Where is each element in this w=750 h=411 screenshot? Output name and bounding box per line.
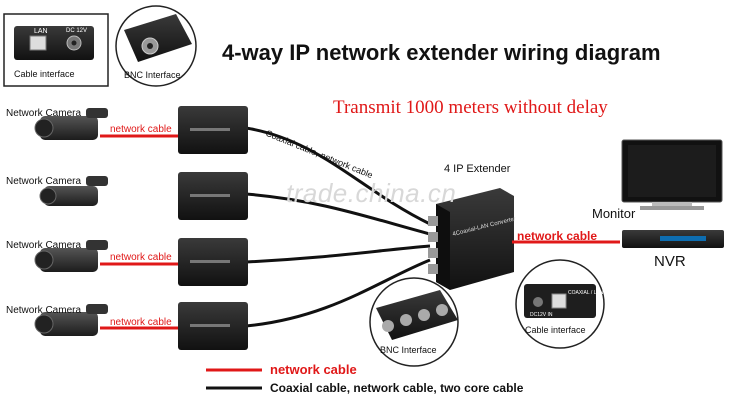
bnc-interface-bottom-label: BNC Interface xyxy=(380,345,437,355)
camera-2-label: Network Camera xyxy=(6,176,81,187)
camera-1-cable-label: network cable xyxy=(110,124,172,135)
camera-network-cables xyxy=(100,136,180,328)
camera-1-label: Network Camera xyxy=(6,108,81,119)
bnc-interface-top-label: BNC Interface xyxy=(124,70,181,80)
nvr xyxy=(622,230,724,248)
legend-coax-cable: Coaxial cable, network cable, two core c… xyxy=(270,381,523,395)
cable-interface-top-label: Cable interface xyxy=(14,69,75,79)
converter-4 xyxy=(178,302,248,350)
cable-interface-bottom-label: Cable interface xyxy=(525,325,586,335)
diagram-subtitle: Transmit 1000 meters without delay xyxy=(333,97,608,119)
legend-network-cable: network cable xyxy=(270,362,357,377)
monitor xyxy=(622,140,722,210)
dc-small-label: DC12V IN xyxy=(530,312,553,318)
camera-4-cable-label: network cable xyxy=(110,317,172,328)
camera-3-cable-label: network cable xyxy=(110,252,172,263)
extender-label: 4 IP Extender xyxy=(444,163,510,175)
converter-2 xyxy=(178,172,248,220)
camera-3-label: Network Camera xyxy=(6,240,81,251)
watermark: trade.china.cn xyxy=(286,178,456,209)
diagram-title: 4-way IP network extender wiring diagram xyxy=(222,40,661,66)
nvr-label: NVR xyxy=(654,253,686,270)
ports-text-label: COAXIAL / LAN / POWER xyxy=(568,290,626,296)
camera-4-label: Network Camera xyxy=(6,305,81,316)
nvr-cable-label: network cable xyxy=(517,229,597,243)
monitor-label: Monitor xyxy=(592,206,635,221)
converter-1 xyxy=(178,106,248,154)
lan-port-label: LAN xyxy=(34,28,48,35)
dc-port-label: DC 12V xyxy=(66,28,87,34)
converter-3 xyxy=(178,238,248,286)
